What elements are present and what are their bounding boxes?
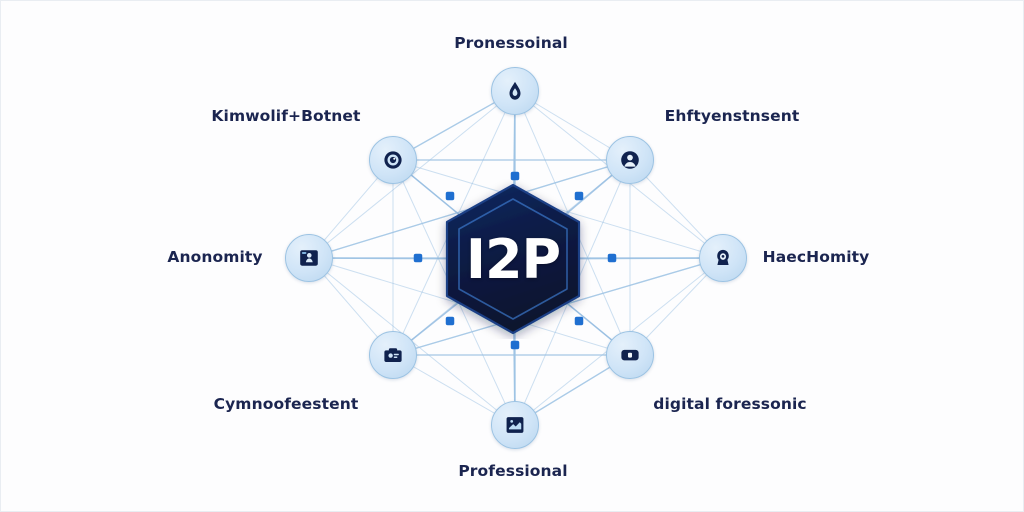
droplet-shield-icon xyxy=(504,80,526,102)
node-label-bottom-right: digital foressonic xyxy=(653,395,807,413)
waypoint-dot xyxy=(510,171,520,181)
waypoint-dot xyxy=(413,253,423,263)
node-right[interactable] xyxy=(699,234,747,282)
waypoint-dot xyxy=(445,191,455,201)
waypoint-dot xyxy=(445,316,455,326)
node-bottom-right[interactable] xyxy=(606,331,654,379)
node-label-top-right: Ehftyenstnsent xyxy=(664,107,800,125)
briefcase-lock-icon xyxy=(382,344,404,366)
user-person-icon xyxy=(619,149,641,171)
node-top[interactable] xyxy=(491,67,539,115)
eye-surveillance-icon xyxy=(382,149,404,171)
node-label-top-left: Kimwolif+Botnet xyxy=(211,107,361,125)
waypoint-dot xyxy=(607,253,617,263)
node-top-right[interactable] xyxy=(606,136,654,184)
anonymous-mask-icon xyxy=(298,247,320,269)
waypoint-dots xyxy=(413,171,617,350)
hooded-figure-icon xyxy=(712,247,734,269)
waypoint-dot xyxy=(574,191,584,201)
center-hexagon[interactable]: I2P xyxy=(433,179,593,339)
node-label-bottom: Professional xyxy=(458,462,568,480)
database-storage-icon xyxy=(619,344,641,366)
node-bottom-left[interactable] xyxy=(369,331,417,379)
node-bottom[interactable] xyxy=(491,401,539,449)
waypoint-dot xyxy=(574,316,584,326)
waypoint-dot xyxy=(510,340,520,350)
laptop-workstation-icon xyxy=(504,414,526,436)
node-label-top: Pronessoinal xyxy=(454,34,568,52)
node-label-bottom-left: Cymnoofeestent xyxy=(213,395,359,413)
node-left[interactable] xyxy=(285,234,333,282)
node-top-left[interactable] xyxy=(369,136,417,184)
hexagon-shape xyxy=(445,183,581,335)
node-label-left: Anonomity xyxy=(167,248,263,266)
node-label-right: HaecHomity xyxy=(762,248,870,266)
